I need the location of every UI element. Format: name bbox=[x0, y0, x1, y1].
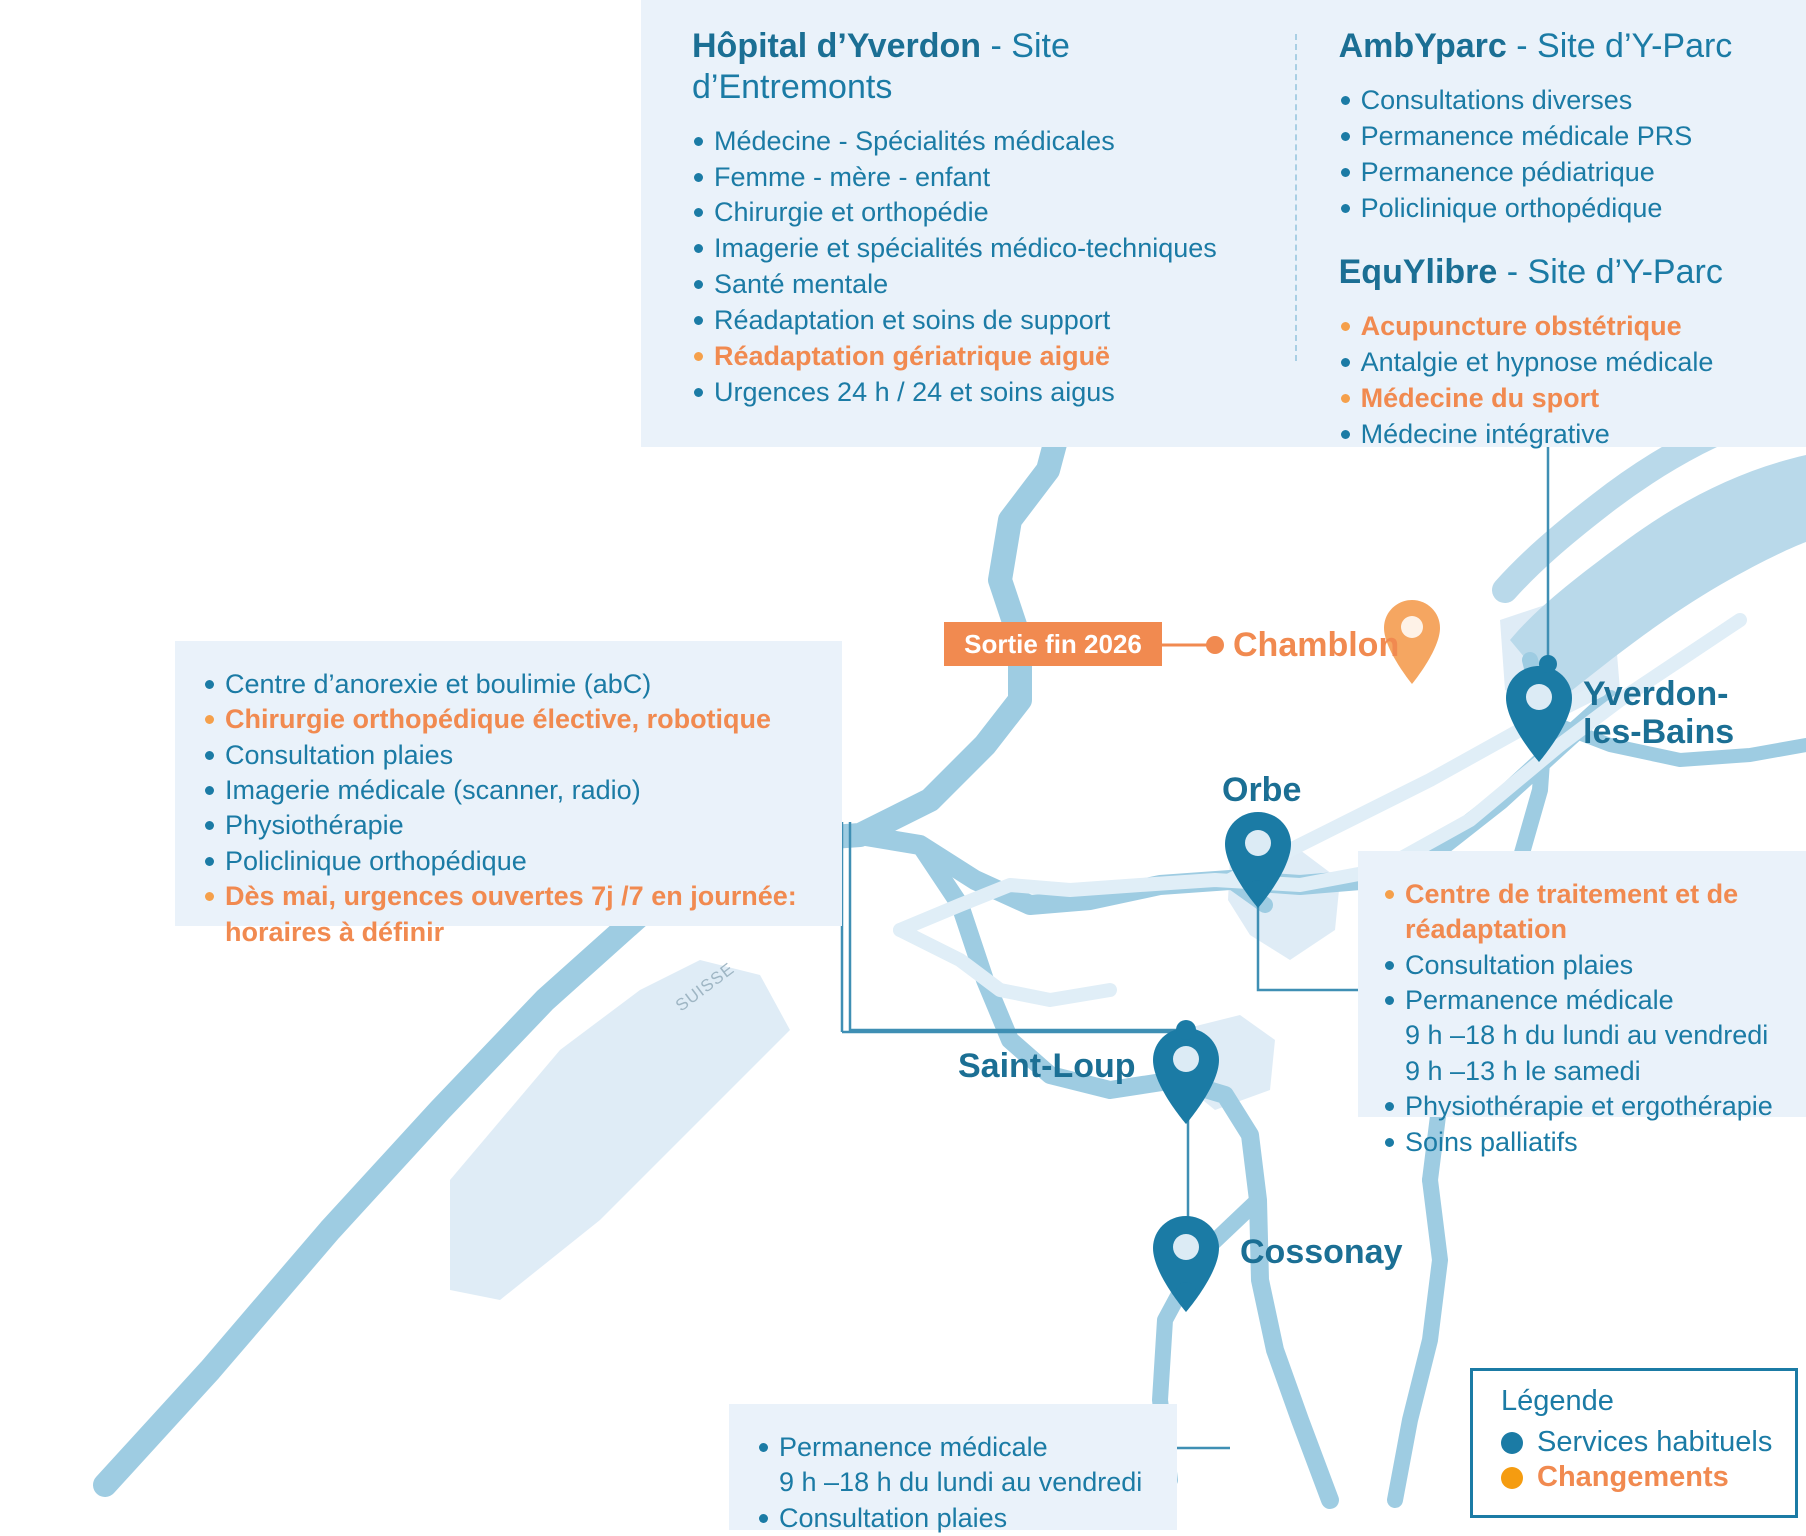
legend-row-services: Services habituels bbox=[1501, 1426, 1795, 1459]
city-label-orbe: Orbe bbox=[1222, 771, 1302, 809]
orbe-list: Centre de traitement et de réadaptation … bbox=[1383, 877, 1806, 1160]
ambyparc-title-rest: - Site d’Y-Parc bbox=[1506, 27, 1733, 65]
list-item-highlight: Acupuncture obstétrique bbox=[1339, 309, 1786, 345]
ambyparc-title: AmbYparc - Site d’Y-Parc bbox=[1339, 26, 1786, 67]
saint-loup-info-panel: Centre d’anorexie et boulimie (abC) Chir… bbox=[175, 641, 842, 947]
chamblon-dot bbox=[1206, 636, 1224, 654]
pin-saint-loup bbox=[1153, 1028, 1219, 1124]
orbe-small-dot bbox=[1248, 880, 1268, 900]
saint-loup-list: Centre d’anorexie et boulimie (abC) Chir… bbox=[203, 667, 842, 950]
list-item: Physiothérapie et ergothérapie bbox=[1383, 1089, 1806, 1124]
city-label-cossonay: Cossonay bbox=[1240, 1233, 1403, 1271]
list-item: Urgences 24 h / 24 et soins aigus bbox=[692, 375, 1265, 411]
list-item: Médecine intégrative bbox=[1339, 417, 1786, 453]
list-item-highlight: Dès mai, urgences ouvertes 7j /7 en jour… bbox=[203, 879, 842, 950]
list-item-highlight: Centre de traitement et de réadaptation bbox=[1383, 877, 1806, 948]
ambyparc-list: Consultations diverses Permanence médica… bbox=[1339, 83, 1786, 227]
hopital-yverdon-title: Hôpital d’Yverdon - Site d’Entremonts bbox=[692, 26, 1265, 108]
list-item: Médecine - Spécialités médicales bbox=[692, 124, 1265, 160]
list-item: Consultation plaies bbox=[757, 1501, 1177, 1536]
list-item: Réadaptation et soins de support bbox=[692, 303, 1265, 339]
list-item: Chirurgie et orthopédie bbox=[692, 195, 1265, 231]
list-item-highlight: Médecine du sport bbox=[1339, 381, 1786, 417]
ambyparc-title-bold: AmbYparc bbox=[1338, 27, 1507, 65]
legend-box: Légende Services habituels Changements bbox=[1470, 1368, 1798, 1518]
list-item: Consultation plaies bbox=[203, 738, 842, 773]
pin-yverdon bbox=[1506, 666, 1572, 762]
city-label-chamblon: Chamblon bbox=[1233, 626, 1400, 664]
legend-label-services: Services habituels bbox=[1537, 1426, 1773, 1458]
saint-loup-small-dot bbox=[1176, 1020, 1196, 1040]
pin-orbe bbox=[1225, 812, 1291, 908]
orbe-info-panel: Centre de traitement et de réadaptation … bbox=[1358, 851, 1806, 1157]
list-item: Femme - mère - enfant bbox=[692, 160, 1265, 196]
equylibre-title: EquYlibre - Site d’Y-Parc bbox=[1339, 252, 1786, 293]
list-item: Permanence médicale PRS bbox=[1339, 119, 1786, 155]
cossonay-info-panel: Permanence médicale 9 h –18 h du lundi a… bbox=[729, 1404, 1177, 1533]
list-item: Consultation plaies bbox=[1383, 948, 1806, 983]
pin-chamblon bbox=[1384, 600, 1440, 684]
list-item: Imagerie et spécialités médico-technique… bbox=[692, 231, 1265, 267]
legend-label-changements: Changements bbox=[1537, 1461, 1729, 1493]
list-item: Imagerie médicale (scanner, radio) bbox=[203, 773, 842, 808]
equylibre-title-rest: - Site d’Y-Parc bbox=[1497, 253, 1723, 292]
legend-dot-blue-icon bbox=[1501, 1431, 1523, 1454]
map-connectors-2 bbox=[840, 822, 1230, 1450]
list-item: Policlinique orthopédique bbox=[203, 844, 842, 879]
cossonay-list: Permanence médicale 9 h –18 h du lundi a… bbox=[757, 1430, 1177, 1536]
yverdon-small-dot bbox=[1539, 655, 1557, 673]
list-item-highlight: Chirurgie orthopédique élective, robotiq… bbox=[203, 702, 842, 737]
cossonay-small-dot bbox=[1176, 1282, 1196, 1302]
map-connectors bbox=[848, 440, 1550, 1032]
list-item: Consultations diverses bbox=[1339, 83, 1786, 119]
equylibre-list: Acupuncture obstétrique Antalgie et hypn… bbox=[1339, 309, 1786, 453]
top-info-panel: Hôpital d’Yverdon - Site d’Entremonts Mé… bbox=[641, 0, 1806, 449]
hopital-yverdon-title-bold: Hôpital d’Yverdon bbox=[692, 27, 982, 65]
list-item: Santé mentale bbox=[692, 267, 1265, 303]
legend-row-changements: Changements bbox=[1501, 1461, 1795, 1494]
hopital-yverdon-column: Hôpital d’Yverdon - Site d’Entremonts Mé… bbox=[641, 26, 1295, 447]
list-item-highlight: Réadaptation gériatrique aiguë bbox=[692, 339, 1265, 375]
list-item: Centre d’anorexie et boulimie (abC) bbox=[203, 667, 842, 702]
legend-title: Légende bbox=[1501, 1385, 1614, 1417]
list-item: Permanence médicale 9 h –18 h du lundi a… bbox=[757, 1430, 1177, 1501]
list-item: Policlinique orthopédique bbox=[1339, 191, 1786, 227]
column-divider bbox=[1294, 34, 1297, 361]
list-item: Soins palliatifs bbox=[1383, 1125, 1806, 1160]
list-item: Antalgie et hypnose médicale bbox=[1339, 345, 1786, 381]
legend-dot-orange-icon bbox=[1501, 1466, 1523, 1489]
city-label-yverdon-les-bains: Yverdon- les-Bains bbox=[1583, 675, 1735, 752]
equylibre-title-bold: EquYlibre bbox=[1338, 253, 1498, 292]
city-label-saint-loup: Saint-Loup bbox=[958, 1047, 1136, 1085]
hopital-yverdon-title-rest: - Site d’Entremonts bbox=[692, 27, 1070, 106]
list-item: Physiothérapie bbox=[203, 808, 842, 843]
sortie-fin-2026-badge: Sortie fin 2026 bbox=[944, 622, 1162, 666]
list-item: Permanence médicale 9 h –18 h du lundi a… bbox=[1383, 983, 1806, 1089]
hopital-yverdon-list: Médecine - Spécialités médicales Femme -… bbox=[692, 124, 1265, 411]
ambyparc-equylibre-column: AmbYparc - Site d’Y-Parc Consultations d… bbox=[1294, 26, 1806, 449]
list-item: Permanence pédiatrique bbox=[1339, 155, 1786, 191]
pin-cossonay bbox=[1153, 1216, 1219, 1312]
